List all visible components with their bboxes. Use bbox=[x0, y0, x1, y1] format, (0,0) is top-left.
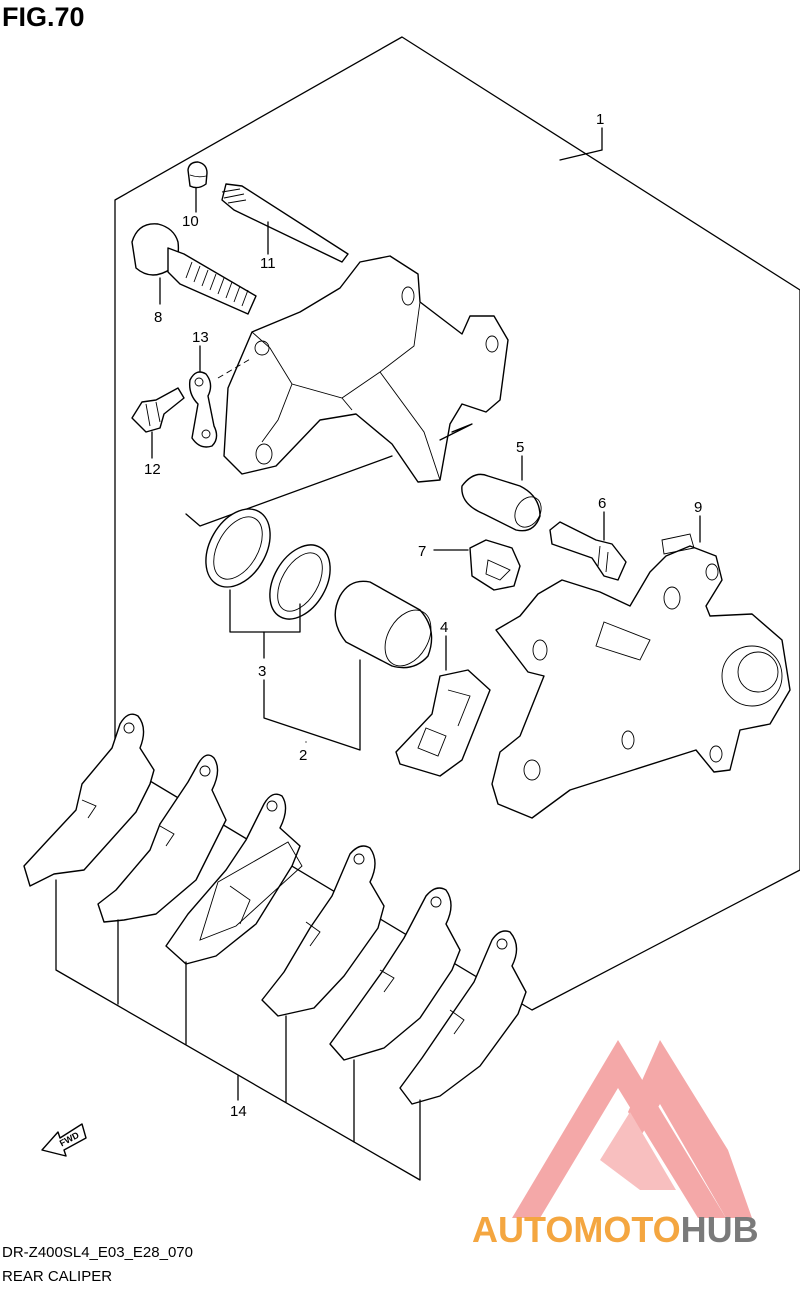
part-9-caliper-bracket bbox=[491, 533, 791, 819]
callout-10: 10 bbox=[182, 213, 199, 230]
part-5-sleeve bbox=[461, 473, 542, 532]
figure-title: FIG.70 bbox=[2, 2, 85, 32]
triangle-logo-icon bbox=[512, 1040, 752, 1218]
callout-12: 12 bbox=[144, 461, 161, 478]
fwd-arrow-icon: FWD bbox=[41, 1123, 87, 1157]
watermark-text-part1: AUTOMOTO bbox=[472, 1209, 681, 1250]
part-14-pad-2 bbox=[97, 754, 227, 923]
assembly-guide-line bbox=[185, 455, 393, 527]
callout-8: 8 bbox=[154, 309, 162, 326]
part-3-seal-1 bbox=[205, 508, 271, 588]
callout-2: 2 bbox=[299, 747, 307, 764]
model-code: DR-Z400SL4_E03_E28_070 bbox=[2, 1244, 193, 1261]
assembly-guide-line-2 bbox=[439, 423, 473, 441]
leader-lines bbox=[55, 127, 701, 1181]
part-14-pad-6 bbox=[399, 930, 527, 1105]
callout-14: 14 bbox=[230, 1103, 247, 1120]
part-11-pin bbox=[221, 183, 349, 263]
part-14-pad-4 bbox=[261, 845, 385, 1017]
callout-9: 9 bbox=[694, 499, 702, 516]
watermark-text: AUTOMOTOHUB bbox=[472, 1209, 759, 1250]
section-name: REAR CALIPER bbox=[2, 1268, 113, 1285]
part-14-pad-1 bbox=[23, 713, 155, 887]
callout-3: 3 bbox=[258, 663, 266, 680]
callout-5: 5 bbox=[516, 439, 524, 456]
part-10-bleeder-cap bbox=[187, 161, 208, 189]
callout-4: 4 bbox=[440, 619, 448, 636]
callout-1: 1 bbox=[596, 111, 604, 128]
part-4-pad-spring bbox=[395, 669, 491, 777]
part-6-pin-bolt bbox=[549, 521, 627, 581]
part-7-cap-bolt bbox=[469, 539, 521, 591]
part-14-pad-5 bbox=[329, 887, 461, 1061]
part-2-piston bbox=[334, 580, 433, 669]
caliper-body bbox=[217, 255, 509, 483]
part-3-seal-2 bbox=[269, 544, 331, 620]
callout-11: 11 bbox=[260, 255, 276, 272]
callout-6: 6 bbox=[598, 495, 606, 512]
assembly-boundary bbox=[114, 36, 800, 1011]
part-8-bolt bbox=[131, 223, 257, 315]
watermark-text-part2: HUB bbox=[681, 1209, 759, 1250]
part-12-bleeder bbox=[131, 387, 185, 433]
part-13-bracket bbox=[188, 371, 218, 448]
callout-13: 13 bbox=[192, 329, 209, 346]
callout-7: 7 bbox=[418, 543, 426, 560]
